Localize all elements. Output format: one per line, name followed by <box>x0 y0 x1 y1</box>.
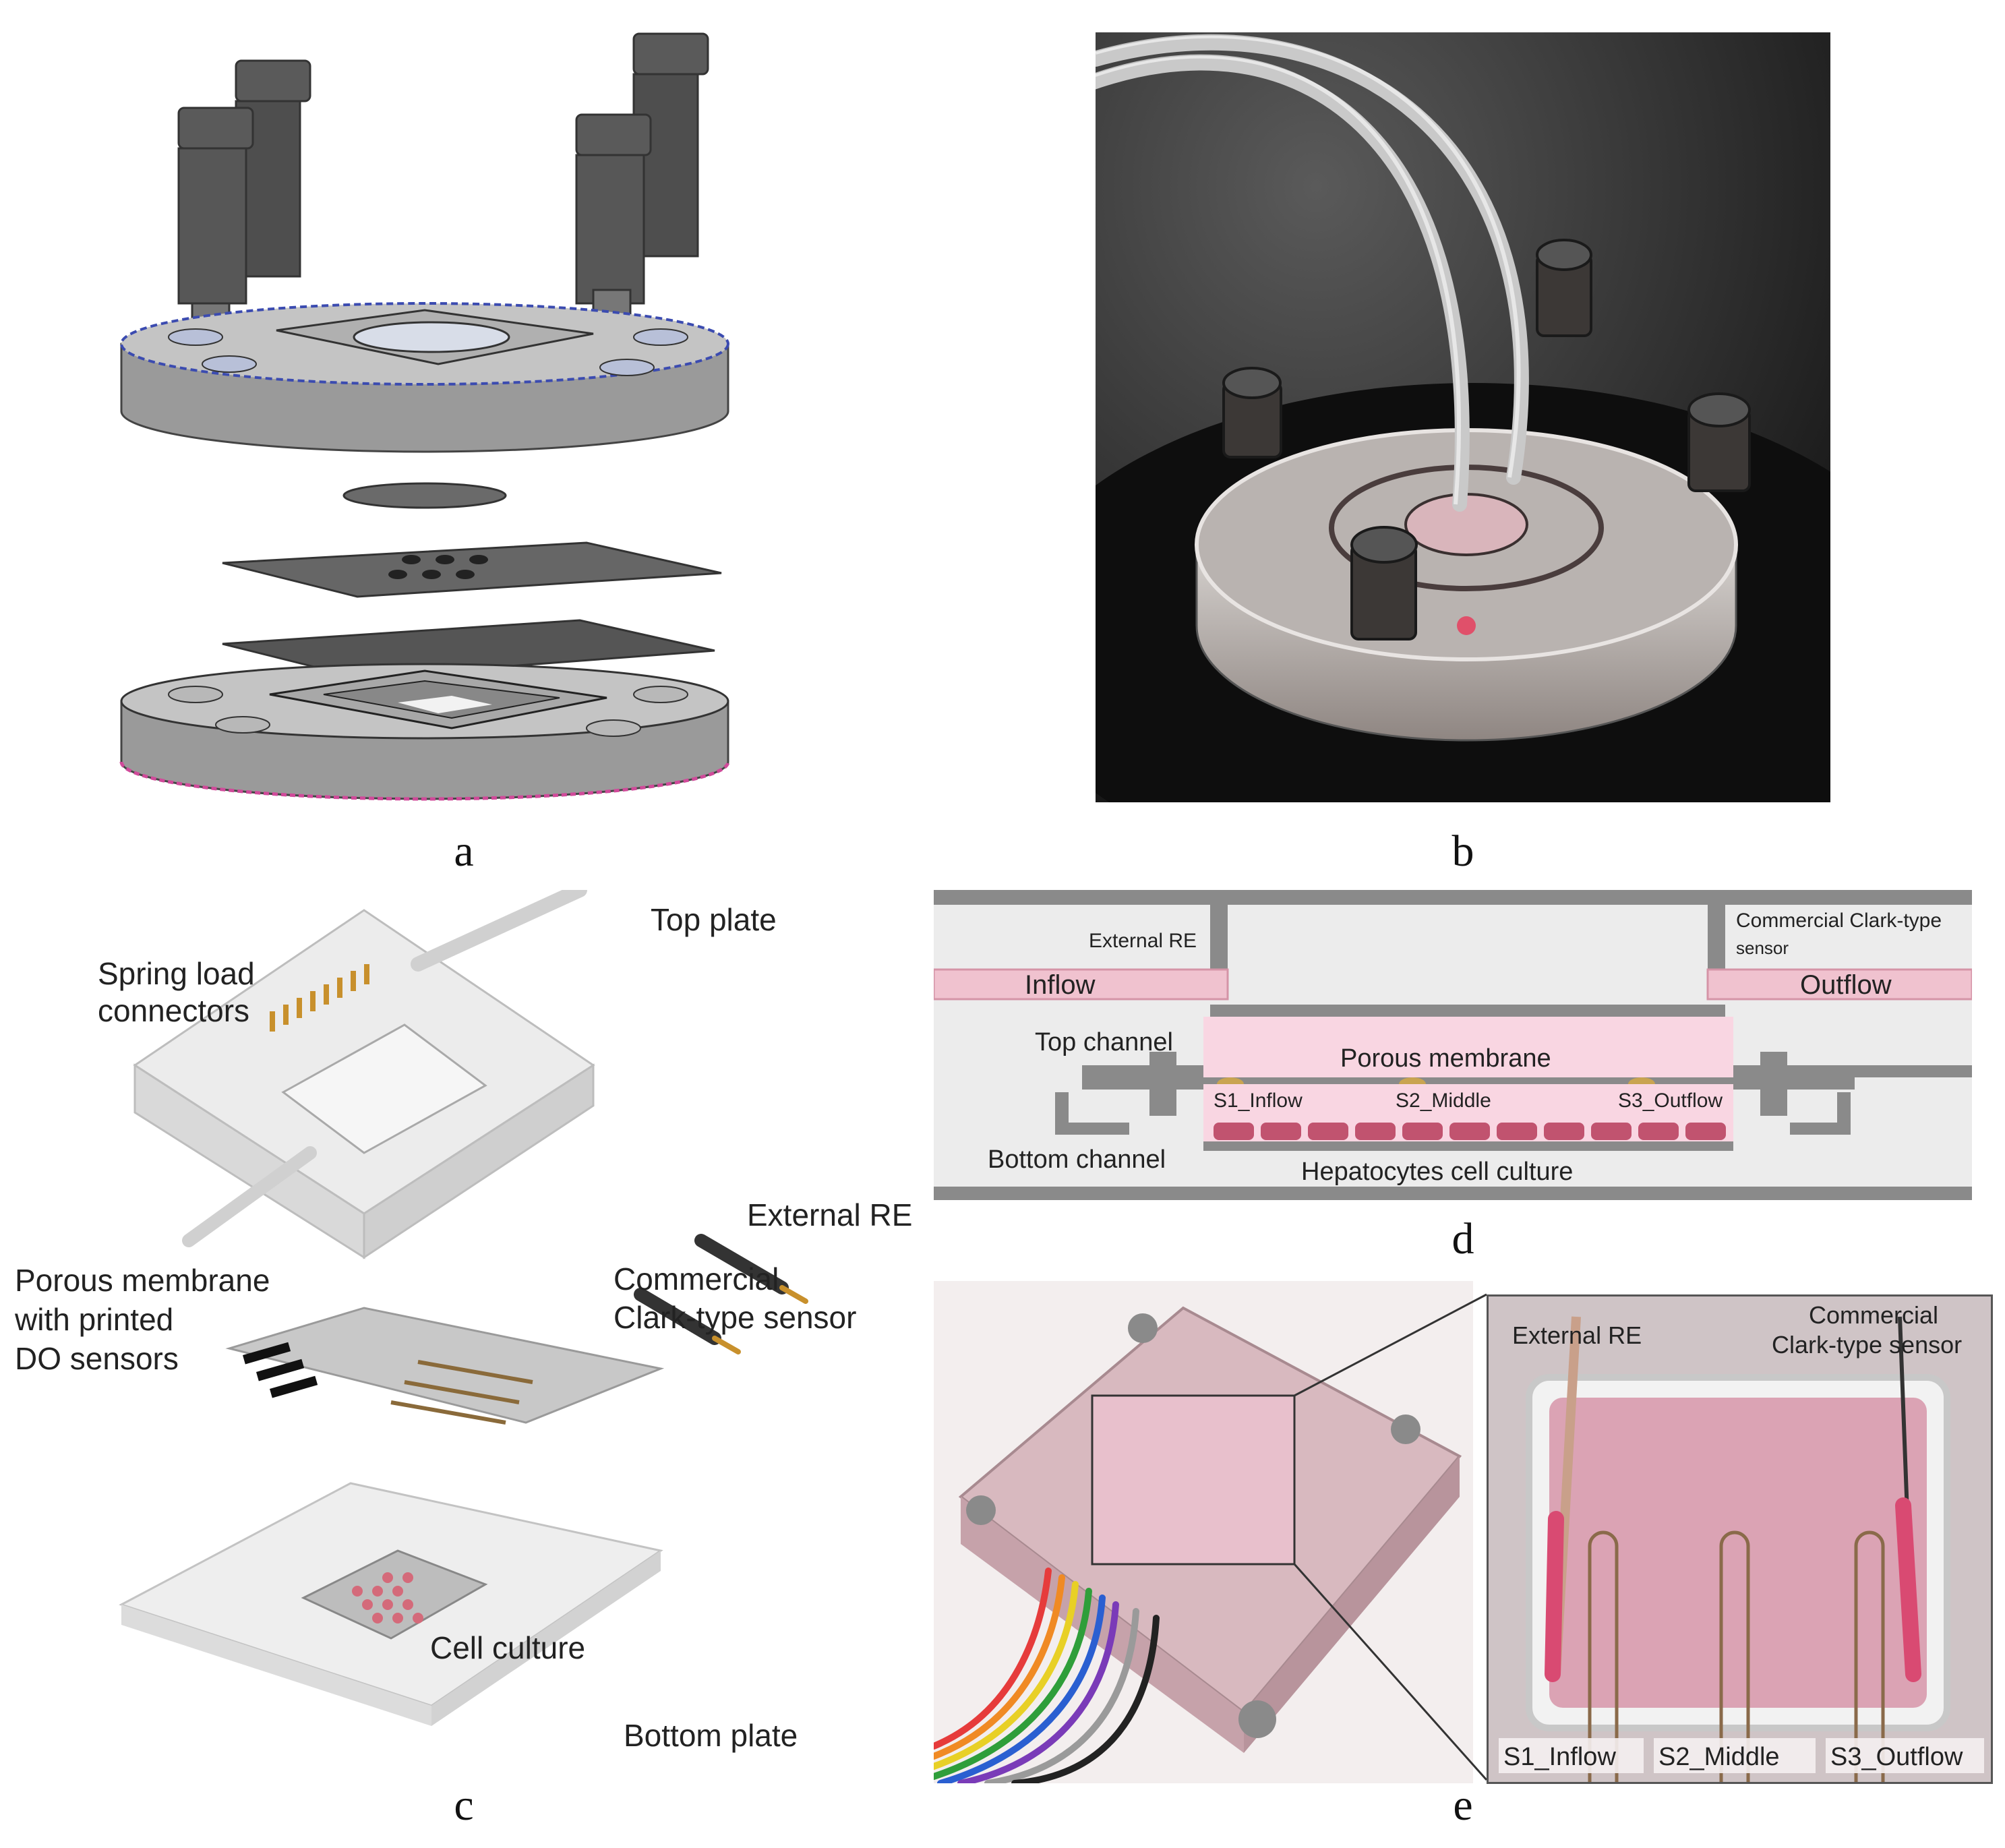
label-porous-3: DO sensors <box>15 1341 179 1376</box>
tubing <box>1096 35 1529 512</box>
printed-sensors <box>1588 1530 1885 1782</box>
panel-label-b: b <box>1452 827 1474 876</box>
top-disk <box>120 302 729 453</box>
e-label-external-re: External RE <box>1512 1321 1642 1349</box>
label-porous-1: Porous membrane <box>15 1263 270 1298</box>
label-bottom-plate: Bottom plate <box>624 1718 798 1753</box>
panel-a-cad-exploded-view <box>101 20 748 802</box>
e-label-commercial-1: Commercial <box>1809 1301 1938 1329</box>
label-commercial-2: Clark-type sensor <box>614 1300 856 1335</box>
e-label-commercial-2: Clark-type sensor <box>1772 1331 1962 1359</box>
label-top-plate: Top plate <box>651 902 777 937</box>
panel-label-a: a <box>454 827 474 876</box>
e-label-s1: S1_Inflow <box>1503 1743 1616 1771</box>
spring-connector-right <box>575 32 709 332</box>
sensor-sheet <box>222 541 722 598</box>
panel-a-drawing <box>119 32 730 801</box>
label-commercial-1: Commercial <box>614 1261 779 1296</box>
porous-membrane-render <box>225 1307 665 1425</box>
d-label-porous-membrane: Porous membrane <box>1340 1044 1551 1073</box>
d-label-s3: S3_Outflow <box>1618 1090 1723 1112</box>
panel-e-zoom-inset: External RE Commercial Clark-type sensor… <box>1487 1294 1993 1784</box>
bottom-disk <box>119 663 730 801</box>
d-label-commercial-1: Commercial Clark-type <box>1736 910 1942 932</box>
panel-d-drawing: External RE Commercial Clark-type sensor… <box>934 890 1972 1200</box>
zoom-region-box <box>1091 1394 1296 1566</box>
do-sensors <box>1217 1077 1655 1084</box>
label-porous-2: with printed <box>14 1302 173 1337</box>
label-cell-culture: Cell culture <box>430 1630 585 1665</box>
label-spring-load-2: connectors <box>98 993 249 1028</box>
sensor-rods <box>634 1234 808 1354</box>
label-spring-load-1: Spring load <box>98 956 255 991</box>
d-label-outflow: Outflow <box>1800 970 1892 1000</box>
d-label-s1: S1_Inflow <box>1214 1090 1303 1112</box>
d-label-hepatocytes: Hepatocytes cell culture <box>1301 1158 1573 1186</box>
d-label-commercial-2: sensor <box>1736 938 1789 958</box>
panel-label-c: c <box>454 1781 474 1830</box>
e-label-s3: S3_Outflow <box>1830 1743 1963 1771</box>
d-label-top-channel: Top channel <box>1035 1028 1173 1056</box>
d-label-bottom-channel: Bottom channel <box>988 1145 1166 1174</box>
d-label-external-re: External RE <box>1089 930 1197 952</box>
e-label-s2: S2_Middle <box>1658 1743 1780 1771</box>
spring-load-pins <box>270 964 369 1032</box>
panel-b-device-photo <box>1096 32 1830 802</box>
d-label-inflow: Inflow <box>1025 970 1096 1000</box>
label-external-re: External RE <box>747 1197 912 1232</box>
panel-c-drawing: Top plate Spring load connectors Externa… <box>14 890 912 1753</box>
panel-label-d: d <box>1452 1214 1474 1263</box>
top-plate-render <box>133 890 595 1259</box>
hepatocyte-cells <box>1214 1123 1726 1140</box>
side-clamps <box>1055 1052 1972 1135</box>
ribbon-cable <box>934 1568 1160 1783</box>
bolts <box>1222 239 1751 640</box>
panel-b-drawing <box>1096 32 1830 802</box>
panel-label-e: e <box>1453 1781 1473 1830</box>
panel-c-exploded-render: Top plate Spring load connectors Externa… <box>0 890 944 1787</box>
spring-connector-left <box>177 59 311 345</box>
panel-e-inset-drawing: External RE Commercial Clark-type sensor… <box>1489 1296 1991 1782</box>
d-label-s2: S2_Middle <box>1396 1090 1491 1112</box>
panel-e-left-drawing <box>934 1306 1462 1783</box>
panel-d-cross-section: External RE Commercial Clark-type sensor… <box>934 890 1972 1200</box>
panel-e-photo-left <box>934 1281 1473 1783</box>
membrane-disk <box>342 482 507 509</box>
bottom-plate-render <box>119 1482 663 1726</box>
